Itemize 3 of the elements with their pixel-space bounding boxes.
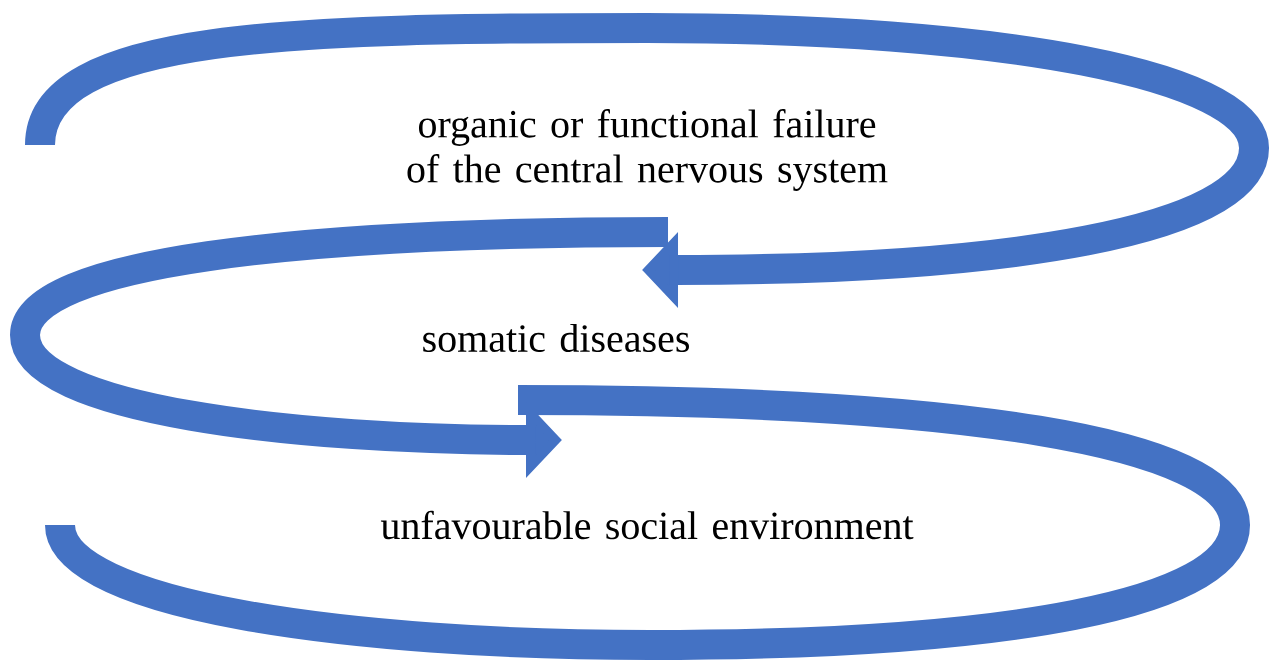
node-text: unfavourable social environment: [380, 510, 914, 540]
node-text: organic or functional failure of the central nervous system: [407, 109, 888, 191]
node-text: somatic diseases: [423, 323, 689, 353]
